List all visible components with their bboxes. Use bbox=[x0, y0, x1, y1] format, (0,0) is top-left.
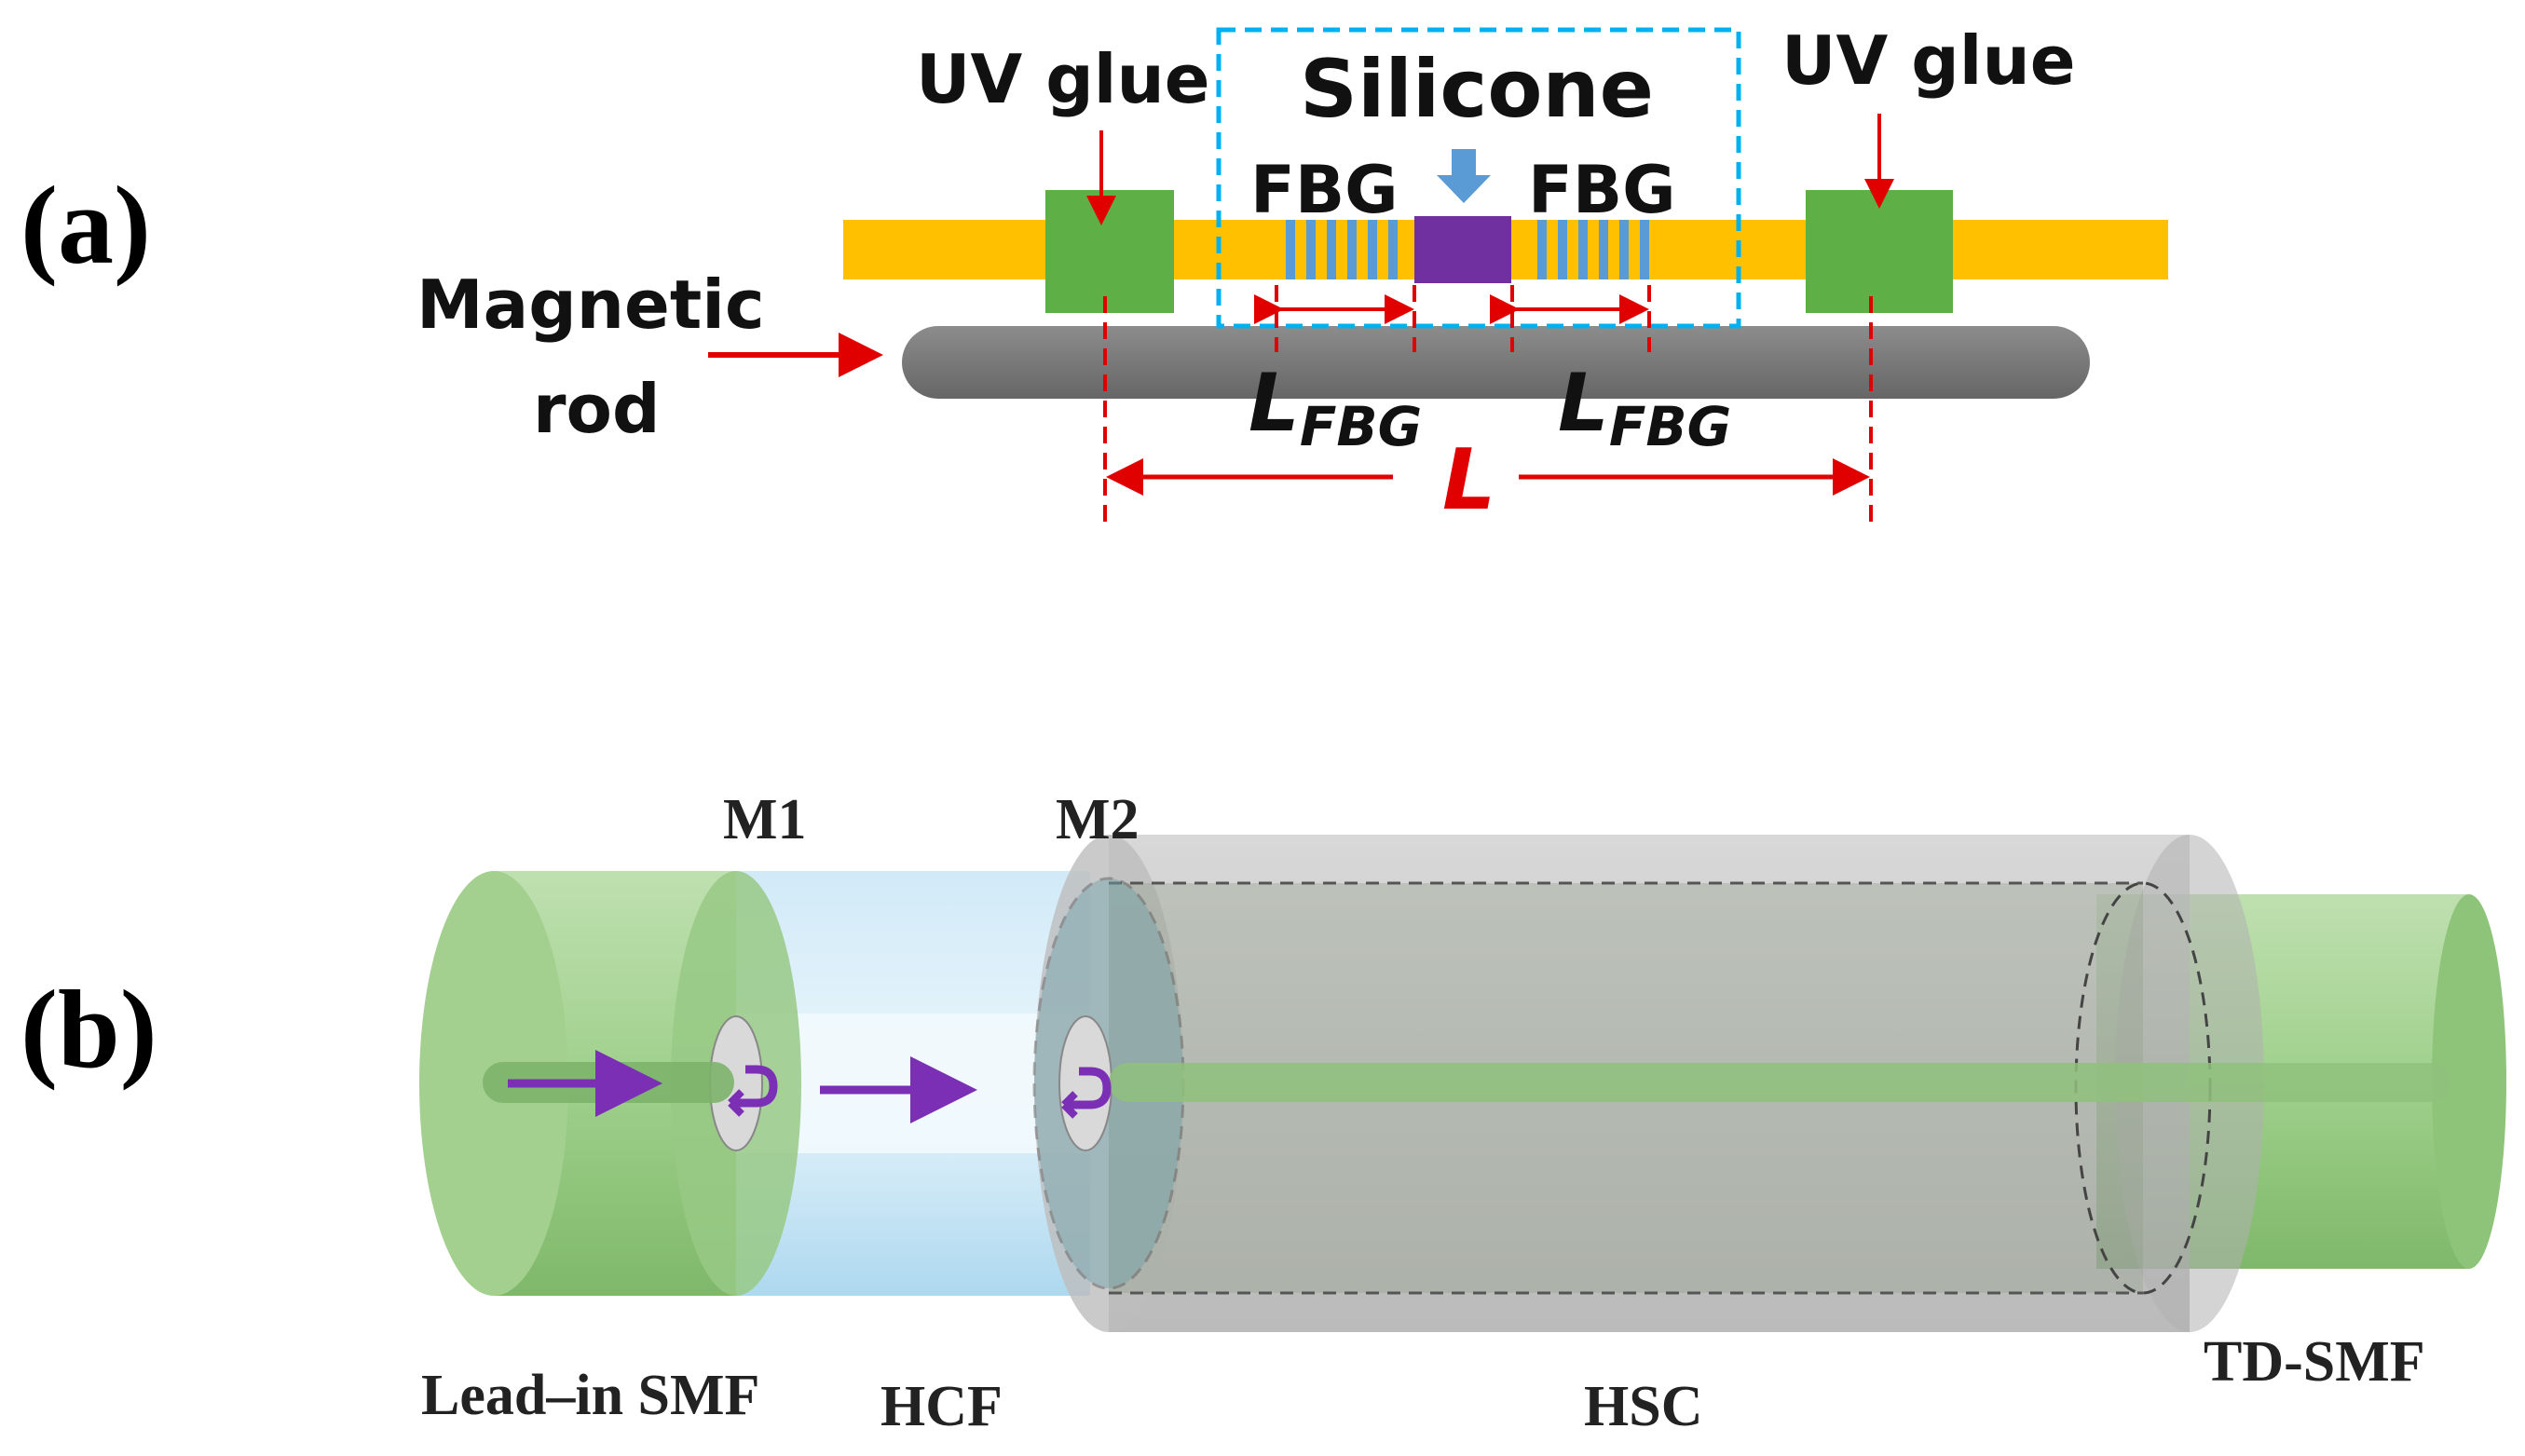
fbg-grating-right bbox=[1537, 220, 1649, 279]
uv-glue-label-left: UV glue bbox=[916, 40, 1210, 118]
reflection-arrow-m2 bbox=[1064, 1067, 1112, 1109]
silicone-label: Silicone bbox=[1300, 43, 1654, 136]
m2-label: M2 bbox=[1056, 788, 1140, 851]
lead-in-smf-label: Lead–in SMF bbox=[421, 1364, 759, 1427]
silicone-region-box bbox=[1216, 27, 1741, 329]
fbg-label-right: FBG bbox=[1528, 152, 1676, 228]
fbg-label-left: FBG bbox=[1250, 152, 1399, 228]
hsc-label: HSC bbox=[1584, 1375, 1702, 1438]
fbg-grating-left bbox=[1286, 220, 1398, 279]
panel-a-label: (a) bbox=[20, 163, 151, 287]
magnetic-rod-label-line1: Magnetic bbox=[416, 265, 765, 344]
reflection-arrow-m1 bbox=[730, 1065, 778, 1108]
m1-label: M1 bbox=[723, 788, 807, 851]
lfbg-label-left: LFBG bbox=[1249, 357, 1422, 458]
fiber-core-right bbox=[1109, 1063, 2450, 1102]
length-label: L bbox=[1442, 431, 1495, 529]
panel-a: (a) U bbox=[20, 21, 2168, 529]
uv-glue-block-right bbox=[1806, 190, 1953, 313]
uv-glue-block-left bbox=[1045, 190, 1174, 313]
panel-b-label: (b) bbox=[20, 967, 157, 1091]
uv-glue-label-right: UV glue bbox=[1781, 21, 2076, 100]
hcf-label: HCF bbox=[880, 1375, 1003, 1438]
magnetic-rod bbox=[902, 326, 2090, 399]
silicone-segment bbox=[1414, 216, 1511, 283]
lfbg-label-right: LFBG bbox=[1558, 357, 1731, 458]
td-smf-label: TD-SMF bbox=[2204, 1330, 2425, 1394]
magnetic-rod-label-line2: rod bbox=[533, 370, 661, 448]
silicone-pointer-arrow bbox=[1437, 149, 1491, 203]
panel-b: (b) bbox=[20, 788, 2506, 1438]
